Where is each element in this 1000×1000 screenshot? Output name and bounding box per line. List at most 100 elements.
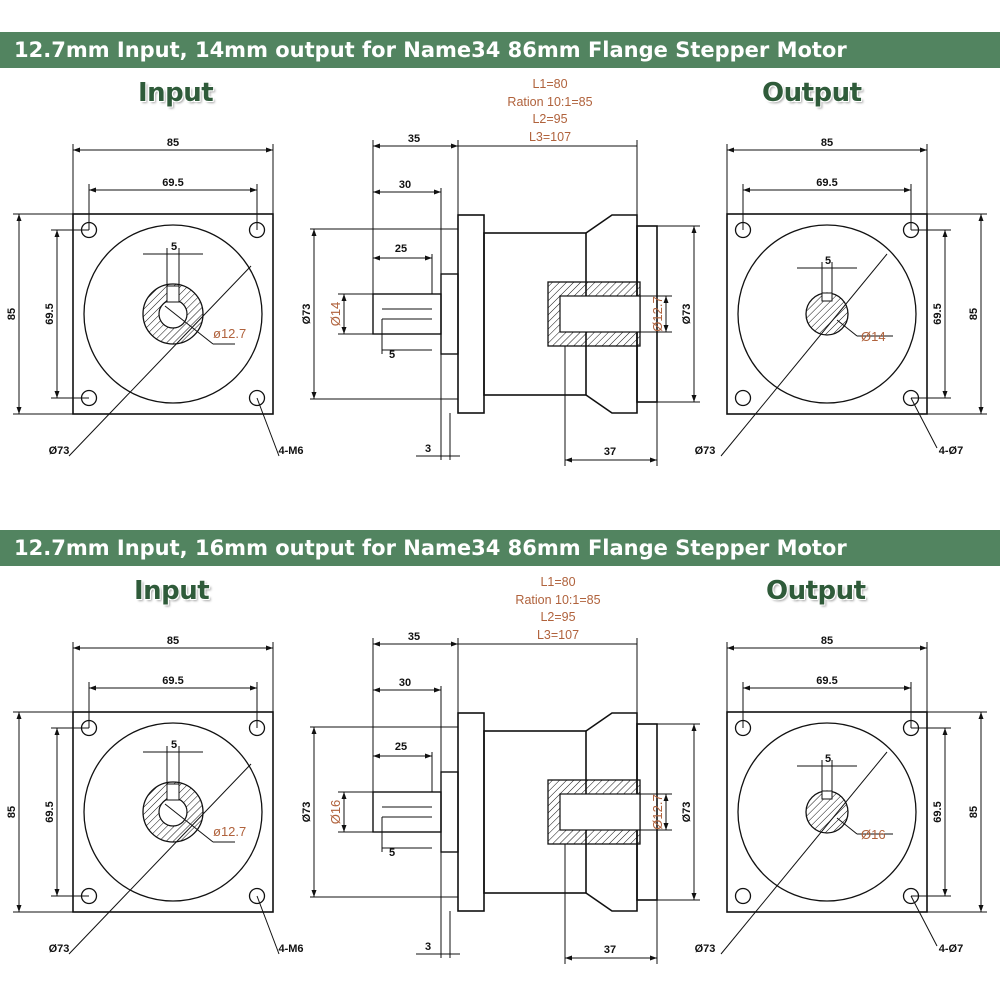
length-specs: L1=80 Ration 10:1=85 L2=95 L3=107: [470, 76, 630, 146]
pilot-diameter-label: Ø73: [49, 445, 70, 457]
dim-hole-spacing-v-label: 69.5: [44, 303, 56, 324]
pilot-circle: [737, 722, 917, 902]
arrowhead: [691, 893, 697, 900]
spec-ratio: Ration 10:1=85: [507, 94, 593, 109]
arrowhead: [16, 712, 22, 719]
shaft-diameter-label: Ø14: [328, 302, 343, 327]
arrowhead: [663, 823, 669, 830]
arrowhead: [434, 687, 441, 693]
drawing-section-16mm: 12.7mm Input, 16mm output for Name34 86m…: [0, 498, 1000, 998]
arrowhead: [451, 641, 458, 647]
arrowhead: [904, 187, 911, 193]
input-spigot: [440, 771, 459, 853]
arrowhead: [73, 645, 80, 651]
dim-height-label: 85: [6, 308, 18, 320]
output-bore: [559, 793, 641, 831]
body-label: Ø73: [681, 304, 693, 325]
dim-width-label: 85: [167, 635, 179, 647]
keyway: [166, 285, 180, 303]
input-heading: Input: [138, 78, 214, 108]
arrowhead: [691, 724, 697, 731]
mounting-hole: [248, 389, 266, 407]
leader-line: [836, 817, 858, 835]
dim-30-label: 30: [399, 677, 411, 689]
holes-label: 4-M6: [278, 445, 303, 457]
flange-outline: [72, 711, 274, 913]
shaft-diameter-label: Ø16: [861, 827, 886, 842]
arrowhead: [978, 905, 984, 912]
arrowhead: [425, 255, 432, 261]
arrowhead: [266, 645, 273, 651]
bore-diameter-label: ø12.7: [213, 326, 246, 341]
section-banner: 12.7mm Input, 14mm output for Name34 86m…: [0, 32, 1000, 68]
arrowhead: [942, 728, 948, 735]
dim-hole-spacing-label: 69.5: [816, 675, 837, 687]
arrowhead: [311, 392, 317, 399]
dim-width-label: 85: [167, 137, 179, 149]
holes-label: 4-M6: [278, 943, 303, 955]
dim-hole-spacing-label: 69.5: [162, 177, 183, 189]
bore-label: Ø12.7: [650, 794, 665, 829]
pilot-diameter-label: Ø73: [695, 943, 716, 955]
dim-hole-spacing-v-label: 69.5: [932, 303, 944, 324]
dim-hole-spacing-v-label: 69.5: [44, 801, 56, 822]
arrowhead: [434, 189, 441, 195]
input-spigot: [440, 273, 459, 355]
bore-diameter-label: ø12.7: [213, 824, 246, 839]
arrowhead: [743, 187, 750, 193]
arrowhead: [73, 147, 80, 153]
arrowhead: [341, 825, 347, 832]
arrowhead: [691, 395, 697, 402]
dim-key-label: 5: [389, 349, 395, 361]
spec-l3: L3=107: [536, 627, 580, 642]
bore-hole: [158, 797, 188, 827]
arrowhead: [341, 792, 347, 799]
flange-outline: [726, 213, 928, 415]
dim-flange-label: 3: [425, 941, 431, 953]
arrowhead: [16, 214, 22, 221]
arrowhead: [727, 147, 734, 153]
leader-line: [68, 265, 252, 457]
dim-key-label: 5: [389, 847, 395, 859]
arrowhead: [942, 391, 948, 398]
arrowhead: [89, 187, 96, 193]
dim-height-label: 85: [6, 806, 18, 818]
dim-37-label: 37: [604, 944, 616, 956]
arrowhead: [54, 391, 60, 398]
bore-label: Ø12.7: [650, 296, 665, 331]
arrowhead: [54, 889, 60, 896]
arrowhead: [16, 905, 22, 912]
arrowhead: [565, 955, 572, 961]
leader-line: [910, 397, 938, 449]
spec-l1: L1=80: [540, 575, 576, 589]
arrowhead: [942, 889, 948, 896]
arrowhead: [663, 325, 669, 332]
dim-hole-spacing-label: 69.5: [162, 675, 183, 687]
leader-line: [256, 895, 280, 955]
input-flange: [457, 214, 485, 414]
shaft-diameter-label: Ø16: [328, 800, 343, 825]
body-label: Ø73: [681, 802, 693, 823]
arrowhead: [373, 753, 380, 759]
arrowhead: [89, 685, 96, 691]
dim-height-label: 85: [968, 308, 980, 320]
arrowhead: [266, 147, 273, 153]
dim-25-label: 25: [395, 243, 407, 255]
shaft-diameter-label: Ø14: [861, 329, 886, 344]
spec-ratio: Ration 10:1=85: [515, 592, 601, 607]
output-heading: Output: [766, 576, 866, 606]
dim-30-label: 30: [399, 179, 411, 191]
holes-label: 4-Ø7: [939, 445, 963, 457]
arrowhead: [250, 685, 257, 691]
arrowhead: [978, 214, 984, 221]
arrowhead: [451, 143, 458, 149]
arrowhead: [250, 187, 257, 193]
arrowhead: [650, 457, 657, 463]
arrowhead: [373, 143, 380, 149]
leader-line: [164, 803, 214, 843]
flange-outline: [726, 711, 928, 913]
arrowhead: [978, 712, 984, 719]
arrowhead: [54, 230, 60, 237]
dim-37-label: 37: [604, 446, 616, 458]
key: [821, 292, 833, 302]
